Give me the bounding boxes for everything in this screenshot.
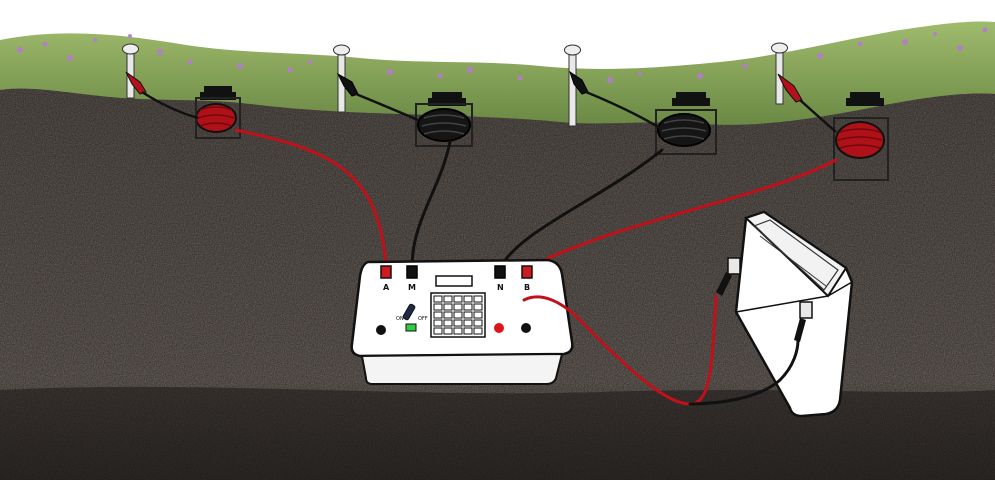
keypad-key[interactable] <box>474 296 482 302</box>
terminal-b-label: B <box>524 283 530 292</box>
battery-terminal-positive <box>728 258 740 274</box>
keypad-key[interactable] <box>434 296 442 302</box>
meter-display <box>436 276 472 286</box>
meter-keypad <box>431 293 485 337</box>
terminal-m-label: M <box>408 283 416 292</box>
keypad-key[interactable] <box>454 312 462 318</box>
terminal-n-label: N <box>497 283 504 292</box>
keypad-key[interactable] <box>464 296 472 302</box>
socket-left[interactable] <box>376 325 386 335</box>
keypad-key[interactable] <box>434 320 442 326</box>
meter-base <box>362 354 562 384</box>
keypad-key[interactable] <box>454 328 462 334</box>
keypad-key[interactable] <box>474 304 482 310</box>
keypad-key[interactable] <box>474 312 482 318</box>
keypad-key[interactable] <box>434 312 442 318</box>
socket-right[interactable] <box>521 323 531 333</box>
keypad-key[interactable] <box>444 320 452 326</box>
keypad-key[interactable] <box>454 304 462 310</box>
keypad-key[interactable] <box>454 296 462 302</box>
keypad-key[interactable] <box>474 328 482 334</box>
keypad-key[interactable] <box>434 328 442 334</box>
resistivity-meter: A M N B ON OFF <box>352 260 573 384</box>
terminal-a-label: A <box>383 283 390 292</box>
soil-lower-band <box>0 387 995 480</box>
keypad-key[interactable] <box>444 312 452 318</box>
keypad-key[interactable] <box>464 304 472 310</box>
keypad-key[interactable] <box>454 320 462 326</box>
switch-off-label: OFF <box>418 316 428 322</box>
socket-red[interactable] <box>494 323 504 333</box>
keypad-key[interactable] <box>474 320 482 326</box>
switch-on-label: ON <box>396 316 404 322</box>
keypad-key[interactable] <box>434 304 442 310</box>
battery-terminal-negative <box>800 302 812 318</box>
keypad-key[interactable] <box>444 328 452 334</box>
keypad-key[interactable] <box>444 304 452 310</box>
power-indicator-light <box>406 324 416 331</box>
keypad-key[interactable] <box>444 296 452 302</box>
keypad-key[interactable] <box>464 320 472 326</box>
keypad-key[interactable] <box>464 328 472 334</box>
keypad-key[interactable] <box>464 312 472 318</box>
